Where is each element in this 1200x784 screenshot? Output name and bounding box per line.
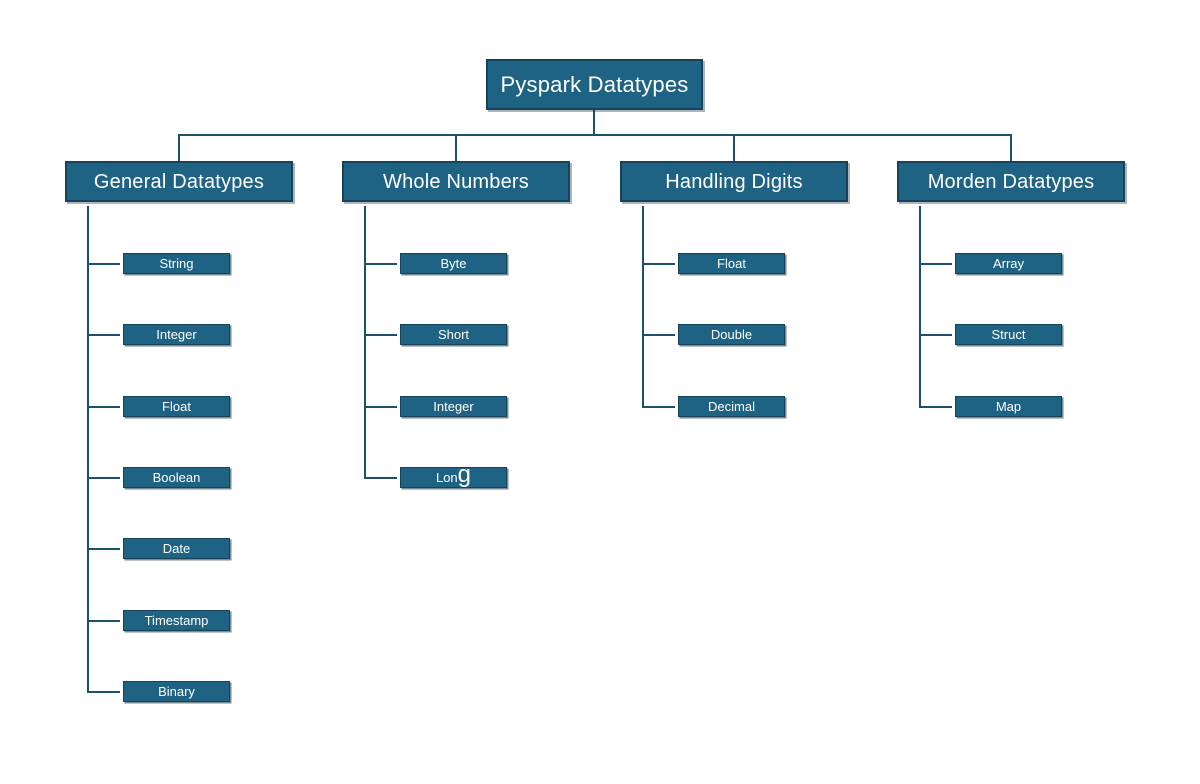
node-label: Boolean [152,470,201,485]
header-node-label: General Datatypes [93,170,265,193]
node-map: Map [955,396,1062,417]
node-timestamp: Timestamp [123,610,230,631]
node-double: Double [678,324,785,345]
node-float: Float [123,396,230,417]
node-label-oversize-char: g [457,461,472,488]
node-date: Date [123,538,230,559]
root-node-pyspark-datatypes: Pyspark Datatypes [486,59,703,110]
node-label: Binary [158,684,195,699]
node-integer: Integer [123,324,230,345]
header-node-general-datatypes: General Datatypes [65,161,293,202]
node-label: Integer [433,399,474,414]
node-label: Float [717,256,746,271]
node-binary: Binary [123,681,230,702]
node-label: Float [162,399,191,414]
node-decimal: Decimal [678,396,785,417]
node-label: String [159,256,194,271]
node-boolean: Boolean [123,467,230,488]
node-label: Integer [156,327,197,342]
node-label: Decimal [708,399,755,414]
node-label: Struct [991,327,1026,342]
node-label: Long [435,461,472,488]
header-node-handling-digits: Handling Digits [620,161,848,202]
root-node-label: Pyspark Datatypes [500,71,689,97]
header-node-label: Handling Digits [665,170,803,193]
node-label: Short [437,327,470,342]
node-integer: Integer [400,396,507,417]
header-node-whole-numbers: Whole Numbers [342,161,570,202]
node-label: Timestamp [144,613,209,628]
node-float: Float [678,253,785,274]
node-array: Array [955,253,1062,274]
node-struct: Struct [955,324,1062,345]
node-label: Map [995,399,1022,414]
header-node-label: Morden Datatypes [927,170,1095,193]
node-byte: Byte [400,253,507,274]
node-label: Date [162,541,191,556]
header-node-label: Whole Numbers [383,170,529,193]
node-string: String [123,253,230,274]
node-label: Double [710,327,753,342]
node-label: Byte [440,256,467,271]
node-label: Array [992,256,1025,271]
header-node-morden-datatypes: Morden Datatypes [897,161,1125,202]
node-long: Long [400,461,507,488]
node-short: Short [400,324,507,345]
